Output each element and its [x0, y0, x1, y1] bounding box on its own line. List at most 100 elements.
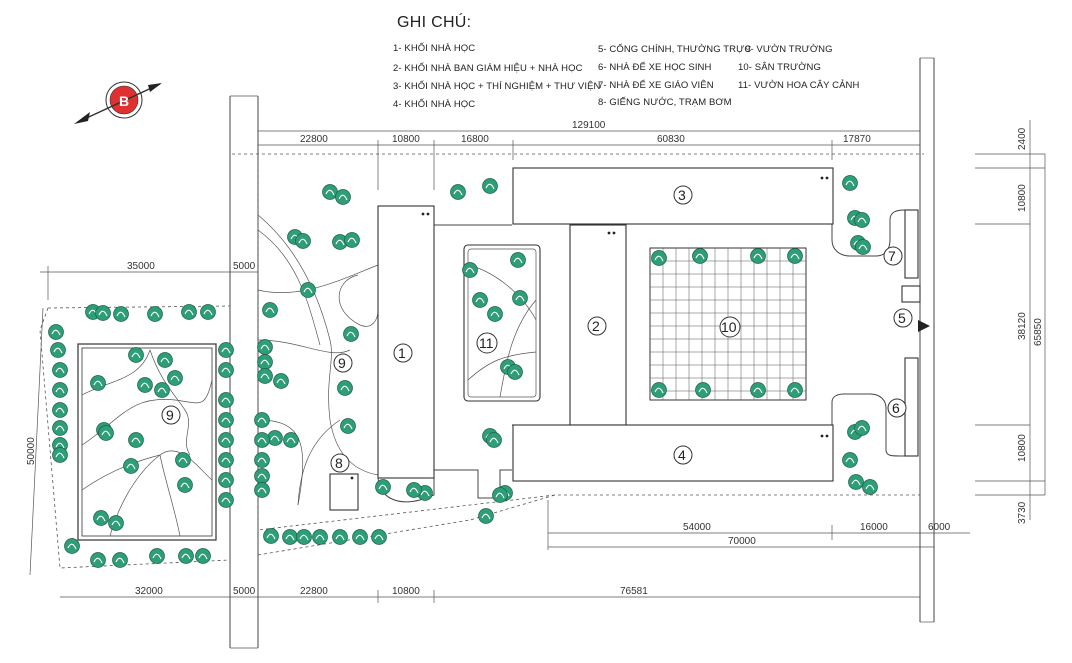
legend-item-1: 1- KHỐI NHÀ HỌC [393, 43, 476, 54]
tree-icon [487, 306, 503, 322]
label-parking-6: 6 [892, 400, 900, 416]
dim-top-total: 129100 [572, 120, 606, 131]
dim-br-4: 70000 [728, 536, 756, 547]
block-4 [512, 424, 834, 482]
tree-icon [257, 339, 273, 355]
tree-icon [375, 479, 391, 495]
tree-icon [848, 474, 864, 490]
tree-icon [218, 412, 234, 428]
dim-br-1: 54000 [683, 522, 711, 533]
tree-icon [472, 292, 488, 308]
tree-icon [48, 324, 64, 340]
teacher-parking [904, 209, 919, 279]
dim-bottom-2: 5000 [233, 586, 256, 597]
dim-right-total: 65850 [1033, 318, 1044, 346]
compass-letter: B [119, 93, 129, 109]
tree-icon [137, 377, 153, 393]
tree-icon [52, 447, 68, 463]
tree-icon [842, 452, 858, 468]
tree-icon [510, 252, 526, 268]
tree-icon [482, 178, 498, 194]
tree-icon [149, 548, 165, 564]
tree-icon [340, 418, 356, 434]
tree-icon [50, 342, 66, 358]
label-gate-5: 5 [898, 310, 906, 326]
tree-icon [257, 368, 273, 384]
tree-icon [128, 347, 144, 363]
tree-icon [257, 354, 273, 370]
tree-icon [90, 552, 106, 568]
dimension-text: 129100 22800 10800 16800 60830 17870 350… [26, 120, 1044, 597]
legend-item-7: 7- NHÀ ĐỂ XE GIÁO VIÊN [598, 80, 714, 91]
label-garden-9-center: 9 [338, 355, 346, 371]
dim-bottom-4: 10800 [392, 586, 420, 597]
dim-left-top-2: 5000 [233, 261, 256, 272]
dimension-lines [29, 120, 1046, 603]
tree-icon [154, 382, 170, 398]
block-3 [512, 167, 834, 225]
tree-icon [254, 452, 270, 468]
label-garden-9-left: 9 [166, 407, 174, 423]
tree-icon [512, 290, 528, 306]
road-left [229, 95, 259, 649]
tree-icon [337, 380, 353, 396]
dim-right-2: 10800 [1017, 184, 1028, 212]
tree-icon [462, 262, 478, 278]
tree-icon [478, 508, 494, 524]
label-well-8: 8 [335, 455, 343, 471]
tree-icon [52, 362, 68, 378]
tree-icon [855, 239, 871, 255]
tree-icon [750, 248, 766, 264]
label-block-1: 1 [398, 345, 406, 361]
tree-icon [352, 529, 368, 545]
tree-icon [507, 364, 523, 380]
tree-icon [200, 304, 216, 320]
dim-bottom-3: 22800 [300, 586, 328, 597]
tree-icon [218, 432, 234, 448]
tree-icon [175, 452, 191, 468]
tree-icon [218, 392, 234, 408]
tree-icon [492, 487, 508, 503]
tree-icon [854, 420, 870, 436]
dim-top-3: 16800 [461, 134, 489, 145]
tree-icon [267, 430, 283, 446]
dim-right-4: 10800 [1017, 434, 1028, 462]
tree-icon [750, 382, 766, 398]
dim-right-3: 38120 [1017, 312, 1028, 340]
legend-item-3: 3- KHỐI NHÀ HỌC + THÍ NGHIỆM + THƯ VIỆN [393, 81, 601, 92]
tree-icon [371, 529, 387, 545]
trees [48, 175, 878, 568]
tree-icon [147, 306, 163, 322]
dim-bottom-1: 32000 [135, 586, 163, 597]
tree-icon [651, 382, 667, 398]
tree-icon [295, 233, 311, 249]
dim-left-top-1: 35000 [127, 261, 155, 272]
road-right [919, 57, 935, 623]
dim-top-2: 10800 [392, 134, 420, 145]
tree-icon [218, 492, 234, 508]
legend-item-5: 5- CỔNG CHÍNH, THƯỜNG TRỰC [598, 44, 752, 55]
legend-item-8: 8- GIẾNG NƯỚC, TRẠM BƠM [598, 97, 732, 108]
tree-icon [181, 304, 197, 320]
tree-icon [300, 282, 316, 298]
tree-icon [52, 402, 68, 418]
tree-icon [273, 373, 289, 389]
tree-icon [692, 248, 708, 264]
tree-icon [486, 432, 502, 448]
tree-icon [335, 189, 351, 205]
tree-icon [312, 529, 328, 545]
tree-icon [178, 548, 194, 564]
dim-left-side: 50000 [26, 437, 37, 465]
guard-house [901, 285, 921, 303]
tree-icon [854, 212, 870, 228]
well-pump-house [329, 473, 359, 511]
legend-item-4: 4- KHỐI NHÀ HỌC [393, 99, 476, 110]
compass-icon: B [74, 81, 162, 124]
flower-garden-11 [463, 244, 541, 402]
legend-item-11: 11- VƯỜN HOA CÂY CẢNH [738, 80, 860, 91]
dim-right-5: 3730 [1017, 501, 1028, 524]
label-block-4: 4 [678, 447, 686, 463]
label-block-3: 3 [678, 187, 686, 203]
tree-icon [218, 452, 234, 468]
